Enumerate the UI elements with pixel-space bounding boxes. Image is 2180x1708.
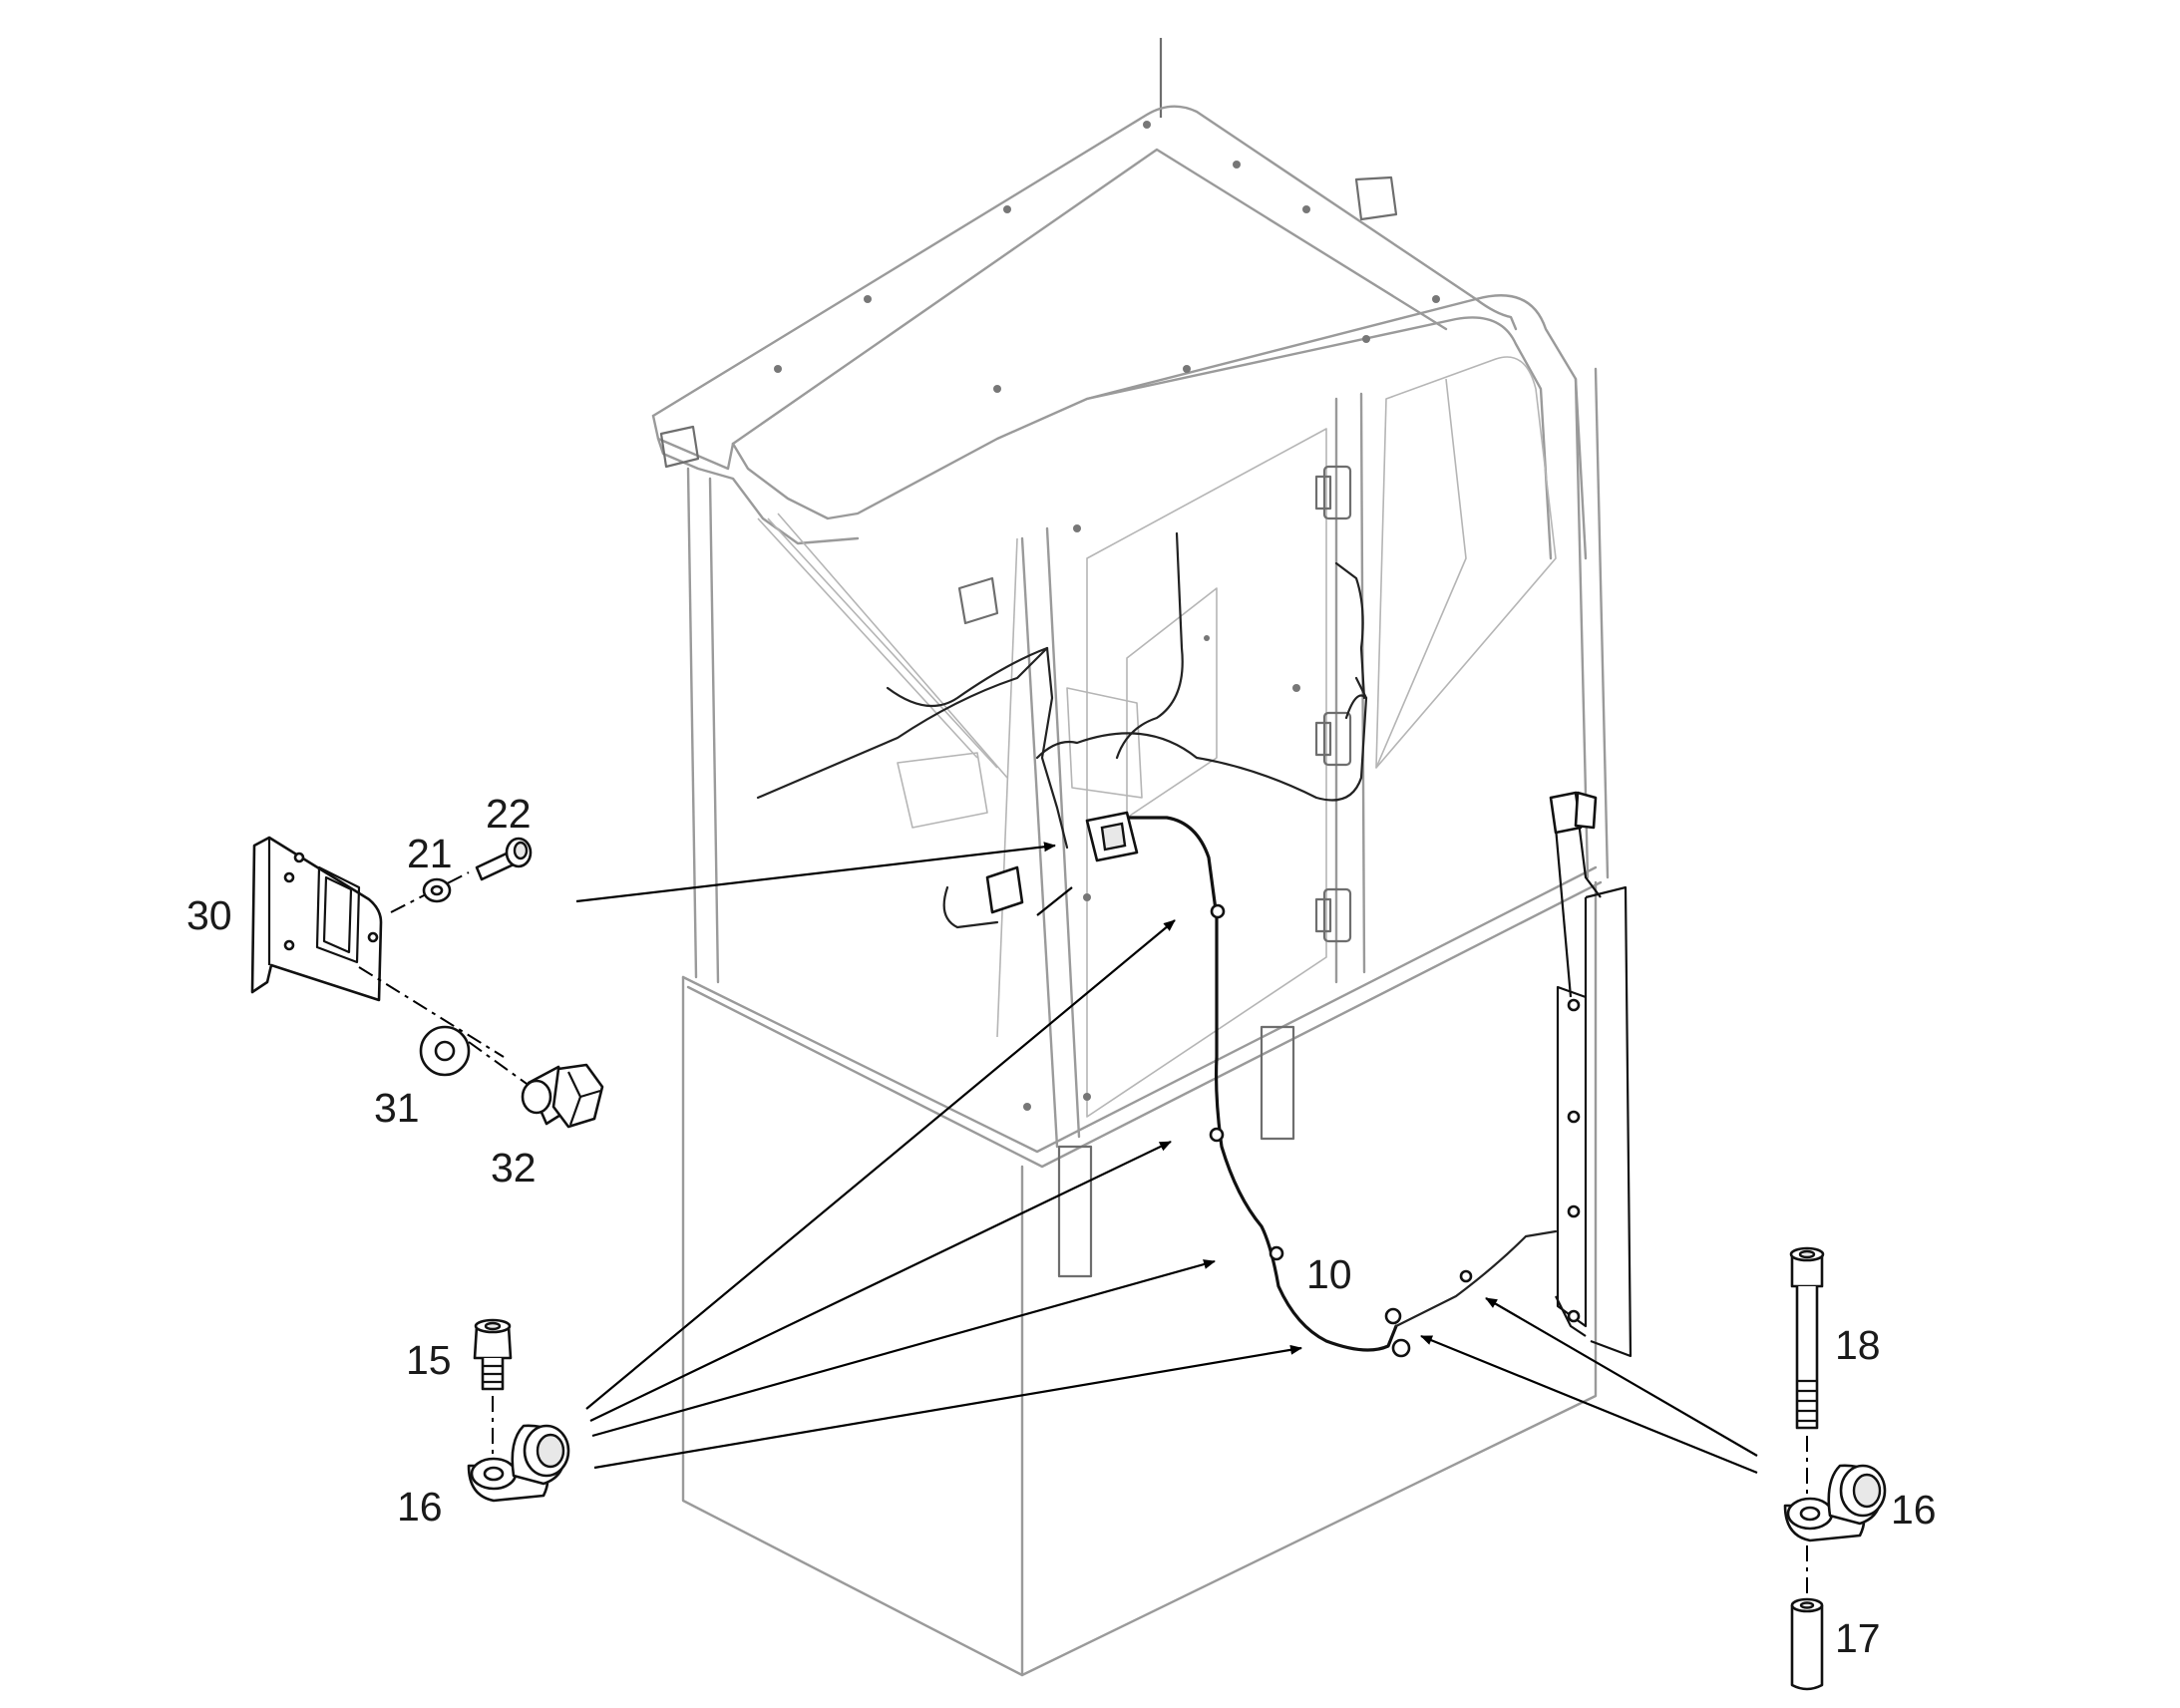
label-21: 21: [407, 831, 453, 876]
label-16-right: 16: [1891, 1487, 1937, 1533]
pipe-clamp-part-16-right: [1783, 1464, 1887, 1542]
harness-guide-rail: [1554, 796, 1633, 1358]
label-31: 31: [374, 1085, 420, 1131]
bracket-part-30: [250, 836, 383, 1002]
pipe-clamp-part-16-left: [467, 1424, 570, 1503]
door-hinge-middle: [1314, 711, 1352, 767]
cap-screw-part-18: [1789, 1246, 1825, 1430]
washer-part-21: [422, 877, 452, 903]
door-hinge-top: [1314, 465, 1352, 520]
label-10: 10: [1306, 1251, 1352, 1297]
label-30: 30: [186, 892, 232, 938]
label-16-left: 16: [397, 1484, 443, 1530]
label-22: 22: [486, 791, 532, 837]
bolt-part-32: [521, 1063, 604, 1129]
right-clamp-assembly: [1783, 1246, 1887, 1691]
screw-part-22: [475, 837, 533, 881]
washer-part-31: [419, 1025, 471, 1077]
label-15: 15: [406, 1337, 452, 1383]
left-clamp-assembly: [467, 1318, 570, 1503]
spacer-sleeve-part-17: [1790, 1597, 1824, 1691]
part-labels: 10 15 16 16 17 18 21 22 30 31 32: [186, 791, 1937, 1661]
cap-screw-part-15: [473, 1318, 513, 1391]
harness-connector: [985, 811, 1139, 914]
label-18: 18: [1835, 1322, 1881, 1368]
cab-structure: [651, 38, 1610, 1677]
mounting-bracket-assembly: [250, 836, 604, 1129]
leader-lines: [575, 842, 1758, 1475]
label-17: 17: [1835, 1615, 1881, 1661]
door-hinge-bottom: [1314, 887, 1352, 943]
wiring-harness: [756, 531, 1598, 1358]
rivets: [774, 121, 1440, 1111]
label-32: 32: [491, 1145, 537, 1191]
